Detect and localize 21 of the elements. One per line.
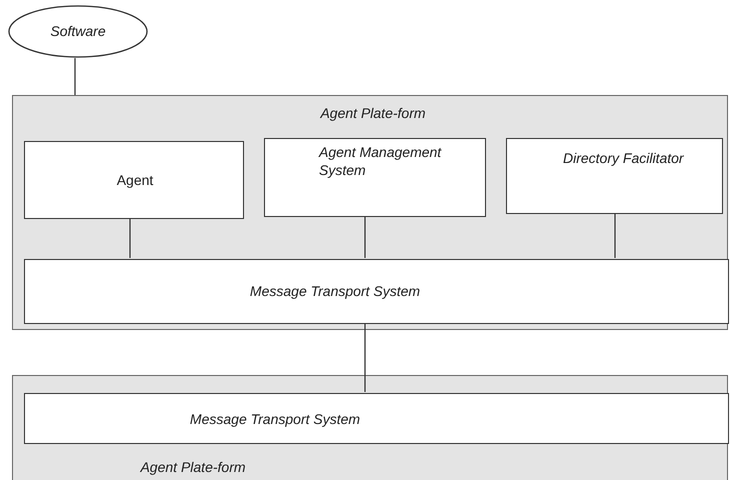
transport-bar <box>24 259 729 324</box>
connector-line <box>129 218 131 258</box>
node-label: Directory Facilitator <box>563 149 685 167</box>
node-label: Agent Plate-form <box>319 104 427 122</box>
component-box <box>506 138 723 214</box>
platform-panel <box>12 375 728 480</box>
component-box <box>264 138 486 217</box>
node-label: Message Transport System <box>248 282 422 300</box>
node-label: Agent <box>116 171 154 189</box>
connector-line <box>74 58 76 95</box>
component-box <box>24 141 244 219</box>
software-ellipse <box>8 5 148 58</box>
node-label: Agent Plate-form <box>139 458 247 476</box>
node-label: Software <box>49 22 107 40</box>
connector-line <box>614 213 616 258</box>
connector-line <box>364 216 366 258</box>
transport-bar <box>24 393 729 444</box>
node-label: Message Transport System <box>188 410 362 428</box>
node-label: Agent Management System <box>319 143 442 179</box>
platform-panel <box>12 95 728 330</box>
connector-line <box>364 323 366 392</box>
